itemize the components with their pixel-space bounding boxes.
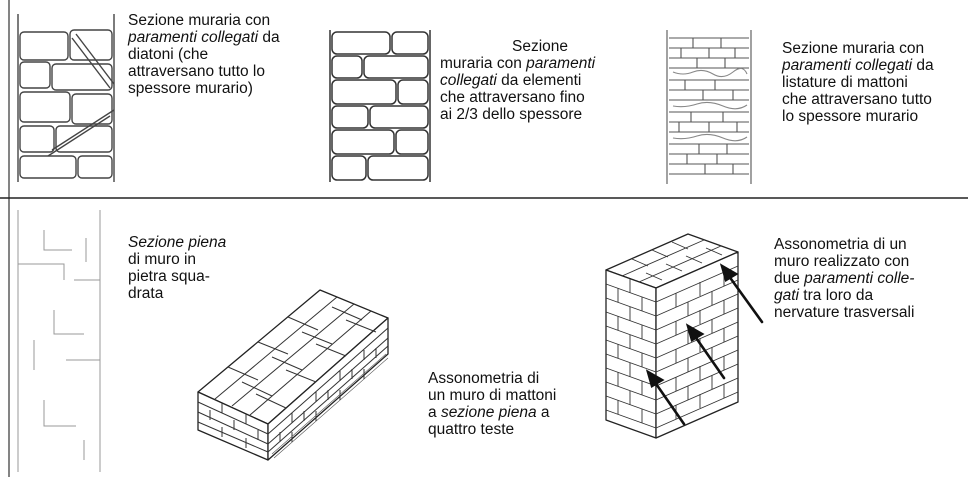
caption-line: a sezione piena a [428, 404, 584, 421]
section-listature-drawing [666, 30, 752, 184]
caption-line: Assonometria di [428, 370, 540, 387]
caption-line: gati tra loro da [774, 287, 960, 304]
caption-line: di muro in [128, 251, 197, 268]
section-two-thirds-drawing [329, 30, 431, 182]
caption-emphasis: paramenti [526, 55, 596, 72]
caption-text: due [774, 270, 805, 287]
caption-two-thirds: Sezione muraria con paramenti collegati … [440, 38, 640, 123]
caption-line: lo spessore murario [782, 108, 919, 125]
caption-text: muraria con [440, 55, 527, 72]
caption-line: Sezione [511, 38, 568, 55]
caption-text: da elementi [496, 72, 582, 89]
caption-line: Sezione muraria con [128, 12, 271, 29]
caption-line: diatoni (che [128, 46, 209, 63]
caption-emphasis: paramenti colle- [804, 270, 915, 287]
caption-line: collegati da elementi [440, 72, 640, 89]
caption-line: ai 2/3 dello spessore [440, 106, 583, 123]
caption-diatoni: Sezione muraria con paramenti collegati … [128, 12, 318, 97]
caption-line: Sezione muraria con [782, 40, 925, 57]
caption-line: muraria con paramenti [440, 55, 640, 72]
caption-line: muro realizzato con [774, 253, 910, 270]
caption-line: Sezione piena [128, 234, 258, 251]
caption-text: tra loro da [799, 287, 874, 304]
caption-axonometric-solid: Assonometria di un muro di mattoni a sez… [428, 370, 584, 438]
caption-axonometric-ribbed: Assonometria di un muro realizzato con d… [774, 236, 960, 321]
solid-section-drawing [17, 210, 101, 472]
axonometric-solid-wall-drawing [197, 289, 389, 461]
caption-line: attraversano tutto lo [128, 63, 265, 80]
caption-line: quattro teste [428, 421, 515, 438]
caption-line: Assonometria di un [774, 236, 907, 253]
caption-emphasis: sezione piena [440, 404, 537, 421]
caption-emphasis: collegati [440, 72, 497, 89]
caption-line: che attraversano tutto [782, 91, 932, 108]
caption-line: un muro di mattoni [428, 387, 557, 404]
caption-line: listature di mattoni [782, 74, 908, 91]
caption-listature: Sezione muraria con paramenti collegati … [782, 40, 968, 125]
caption-text: da [258, 29, 280, 46]
caption-line: drata [128, 285, 164, 302]
section-diatoni-drawing [17, 14, 115, 182]
caption-line: che attraversano fino [440, 89, 585, 106]
caption-line: paramenti collegati da [128, 29, 318, 46]
caption-text: a [428, 404, 441, 421]
caption-line: spessore murario) [128, 80, 253, 97]
axonometric-ribbed-wall-drawing [605, 233, 764, 439]
caption-emphasis: paramenti collegati [128, 29, 259, 46]
caption-emphasis: paramenti collegati [782, 57, 913, 74]
caption-line: paramenti collegati da [782, 57, 968, 74]
caption-line: due paramenti colle- [774, 270, 960, 287]
caption-text: a [536, 404, 550, 421]
caption-text: da [912, 57, 934, 74]
caption-emphasis: gati [774, 287, 799, 304]
caption-line: pietra squa- [128, 268, 210, 285]
caption-line: nervature trasversali [774, 304, 915, 321]
caption-emphasis: Sezione piena [128, 234, 227, 251]
caption-solid-section: Sezione piena di muro in pietra squa- dr… [128, 234, 258, 302]
